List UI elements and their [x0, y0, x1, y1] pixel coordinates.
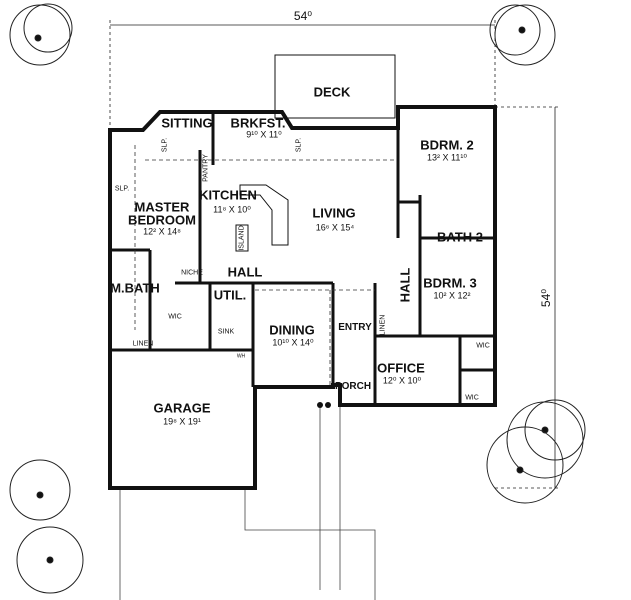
dashed-lines	[134, 145, 395, 385]
bedroom3-label: BDRM. 3	[423, 275, 477, 291]
living-label: LIVING	[312, 205, 356, 221]
kitchen-label: KITCHEN	[199, 187, 257, 203]
utility-label: UTIL.	[213, 287, 247, 303]
right-dimension: 54⁰	[539, 288, 553, 308]
porch-label: PORCH	[334, 381, 372, 392]
sink-label: SINK	[217, 328, 235, 336]
dining-label: DINING	[269, 322, 315, 338]
bedroom3-wic-label: WIC	[476, 342, 490, 350]
niche-label: NICHE	[181, 269, 203, 277]
breakfast-size: 9¹⁰ X 11⁰	[246, 129, 282, 140]
pantry-label: PANTRY	[202, 154, 210, 182]
master-wic-label: WIC	[168, 313, 182, 321]
island-label: ISLAND	[238, 225, 246, 251]
exterior-walls	[108, 54, 497, 490]
office-wic-label: WIC	[465, 394, 479, 402]
interior-walls	[110, 112, 495, 405]
top-dimension: 54⁰	[293, 9, 313, 23]
water-heater-label: WH	[236, 353, 246, 360]
garage-door-steps	[317, 402, 331, 408]
office-size: 12⁰ X 10⁰	[382, 375, 422, 386]
dimension-lines	[109, 20, 560, 489]
breakfast-label: BRKFST.	[230, 115, 286, 131]
master-bedroom-label-1: MASTER	[134, 199, 190, 215]
garage-label: GARAGE	[153, 400, 211, 416]
garage-size: 19⁸ X 19¹	[163, 416, 201, 427]
trees	[9, 3, 586, 594]
master-linen-label: LINEN	[132, 340, 154, 348]
slp-label-1: SLP.	[161, 137, 169, 153]
bedroom3-size: 10² X 12²	[433, 290, 471, 301]
kitchen-size: 11⁸ X 10⁰	[213, 204, 251, 215]
dining-size: 10¹⁰ X 14⁰	[272, 337, 314, 348]
entry-label: ENTRY	[338, 322, 372, 333]
slp-label-3: SLP.	[114, 185, 130, 193]
sitting-label: SITTING	[161, 115, 213, 131]
bedroom2-label: BDRM. 2	[420, 137, 474, 153]
slp-label-2: SLP.	[295, 137, 303, 153]
walkways	[119, 405, 376, 600]
bedroom2-size: 13² X 11¹⁰	[427, 152, 467, 163]
master-bedroom-label-2: BEDROOM	[128, 212, 196, 228]
kitchen-counter	[235, 184, 289, 252]
hall-label: HALL	[227, 264, 263, 280]
hall-linen-label: LINEN	[379, 314, 387, 336]
bath2-label: BATH 2	[437, 229, 483, 245]
office-label: OFFICE	[377, 360, 425, 376]
master-bedroom-size: 12² X 14⁸	[143, 226, 181, 237]
hall2-label: HALL	[397, 267, 413, 303]
master-bath-label: M.BATH	[110, 280, 160, 296]
living-size: 16⁶ X 15⁴	[315, 222, 355, 233]
deck-label: DECK	[313, 84, 351, 100]
